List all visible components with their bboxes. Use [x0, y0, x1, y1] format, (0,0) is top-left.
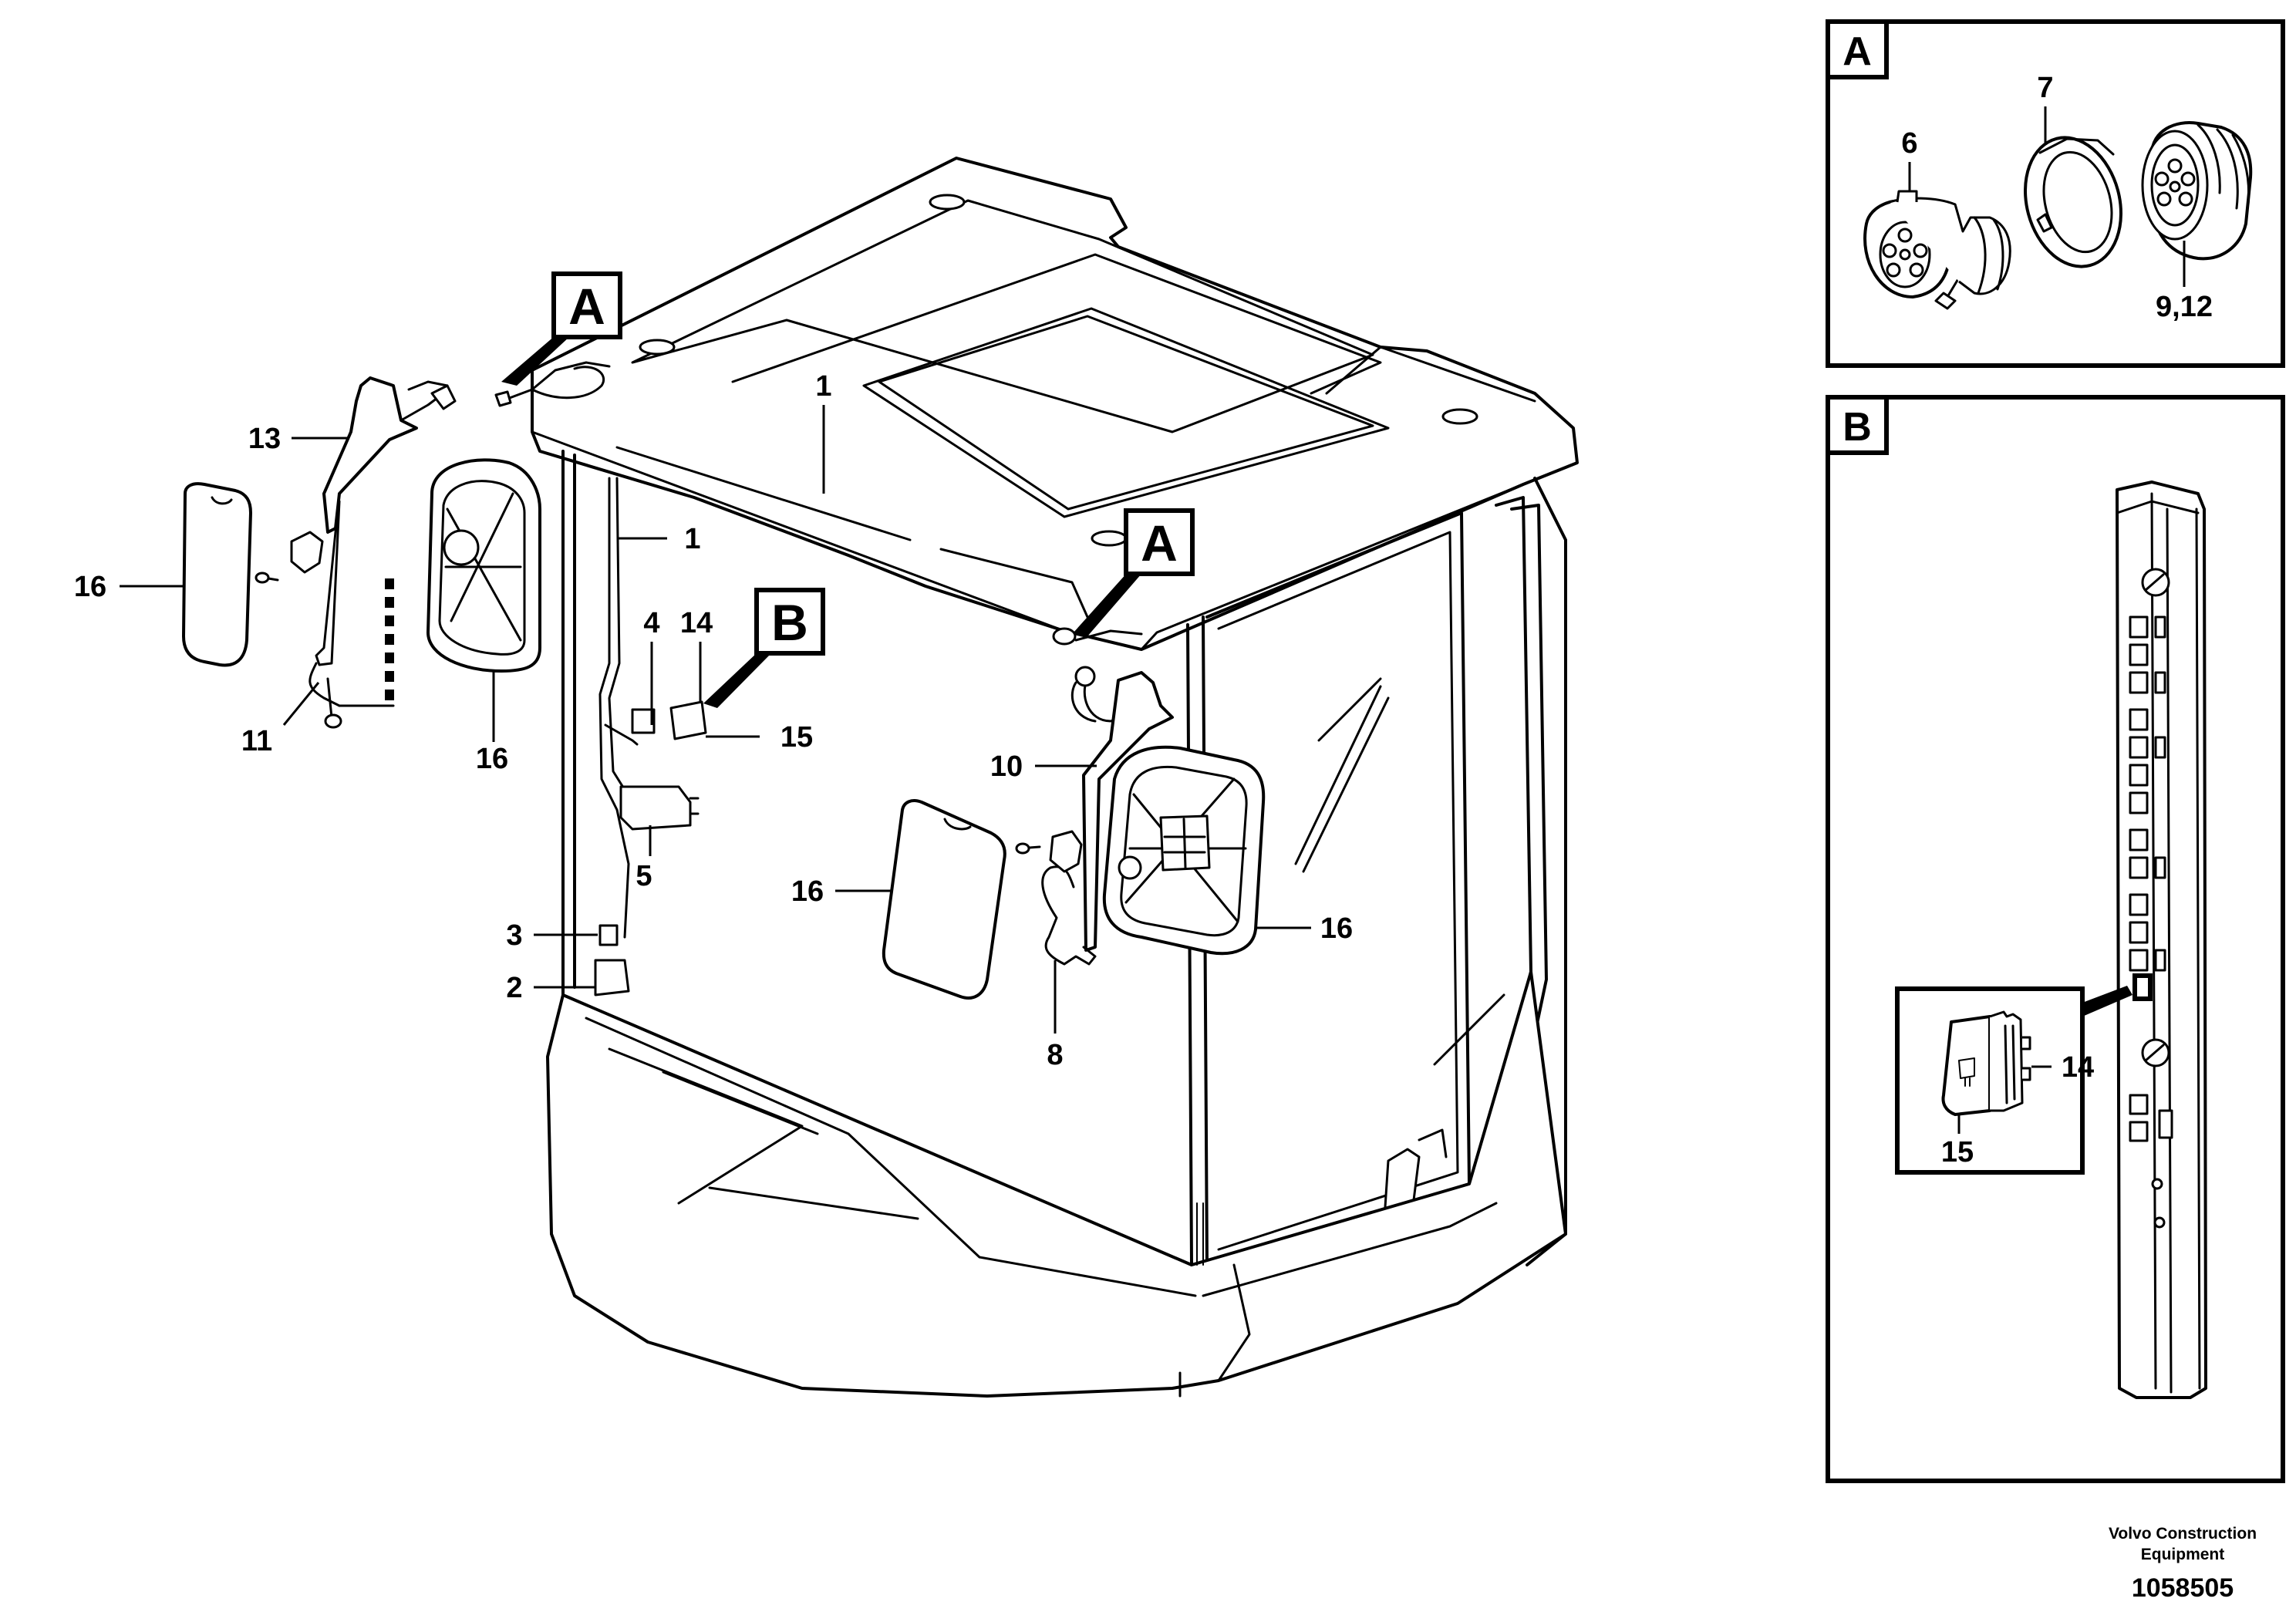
right-mirror-assembly: [882, 666, 1266, 1000]
callout-5: 5: [636, 860, 652, 892]
panel-a-callout-6: 6: [1901, 127, 1917, 160]
callout-16-mirror-right: 16: [1320, 912, 1353, 945]
callout-2: 2: [506, 972, 522, 1004]
left-mirror-assembly: [182, 376, 541, 729]
document-number: 1058505: [2132, 1573, 2234, 1603]
view-marker-a-right: A: [1074, 508, 1195, 636]
callout-numbers: 1 1 4 14 15 5 3 2 13 16 11 16 10 16 16 8: [74, 370, 1353, 1071]
callout-11: 11: [241, 725, 272, 757]
leader-lines: [120, 405, 1311, 1034]
callout-16-cover-right: 16: [791, 875, 824, 908]
view-marker-a-top-label: A: [568, 278, 605, 335]
cab-illustration: [531, 157, 1579, 1398]
detail-panel-a: A 6 7 9,12: [1826, 19, 2285, 368]
company-name-line1: Volvo Construction: [2109, 1525, 2257, 1543]
footer: Volvo Construction Equipment 1058505: [2109, 1525, 2257, 1603]
callout-10: 10: [990, 750, 1023, 783]
callout-1-post: 1: [684, 523, 700, 555]
callout-16-mirror-left: 16: [476, 743, 508, 775]
callout-1-roof: 1: [815, 370, 831, 403]
panel-a-letter: A: [1843, 29, 1872, 74]
panel-b-callout-14: 14: [2062, 1051, 2094, 1084]
view-marker-a-top: A: [501, 271, 622, 386]
callout-14: 14: [680, 607, 713, 639]
callout-4: 4: [643, 607, 659, 639]
callout-16-cover-left: 16: [74, 571, 106, 603]
panel-a-callout-9-12: 9,12: [2156, 291, 2213, 323]
panel-b-callout-15: 15: [1941, 1136, 1974, 1168]
panel-b-letter: B: [1843, 405, 1872, 450]
detail-panel-b: B: [1826, 395, 2285, 1483]
cab-roof: [531, 157, 1579, 651]
view-marker-a-right-label: A: [1141, 514, 1178, 572]
callout-8: 8: [1047, 1039, 1063, 1071]
view-marker-b-label: B: [771, 594, 808, 651]
callout-15: 15: [781, 721, 813, 754]
panel-a-callout-7: 7: [2037, 72, 2053, 104]
company-name-line2: Equipment: [2141, 1546, 2225, 1563]
cab-wiring: [494, 361, 1143, 996]
callout-3: 3: [506, 919, 522, 952]
cab-lower-body: [546, 970, 1567, 1398]
view-marker-b: B: [703, 588, 825, 708]
callout-13: 13: [248, 423, 281, 455]
